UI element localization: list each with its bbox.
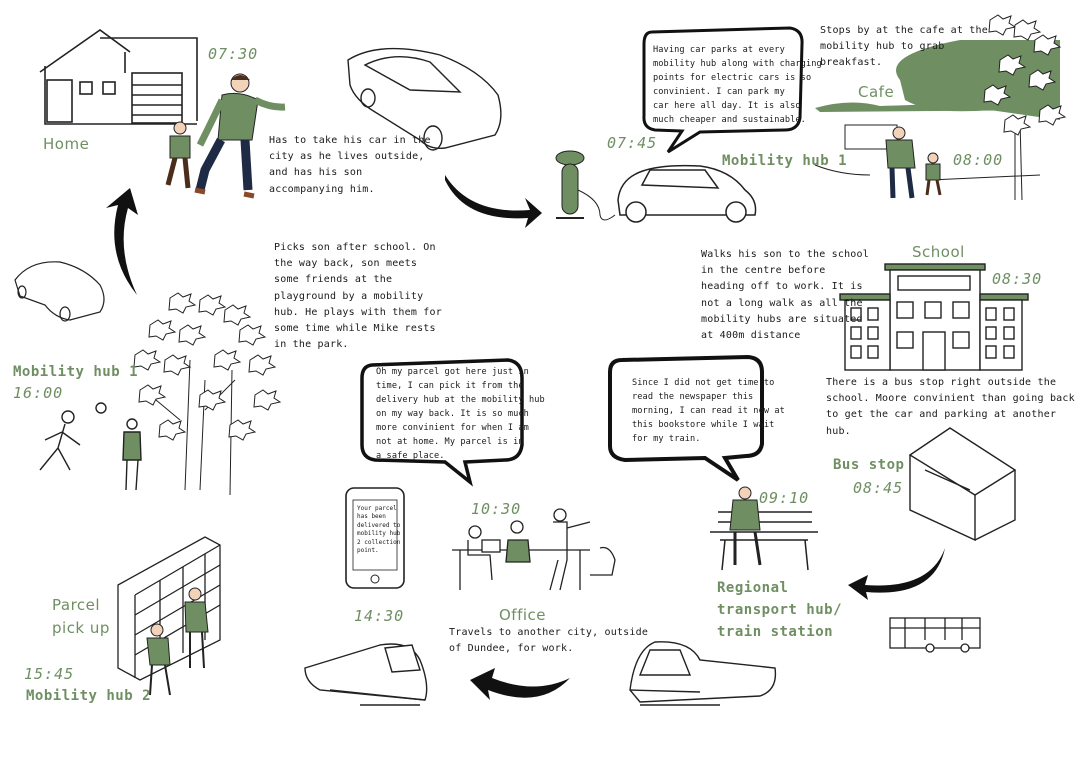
station-time: 09:10 [759,489,810,507]
office-time: 10:30 [471,500,522,518]
cafe-tree-icon [983,14,1066,201]
speech-bubble-parcel [360,358,524,487]
speech-bubble-hub [642,26,804,154]
arrow-park-to-home-icon [106,188,138,295]
busstop-description: There is a bus stop right outside the sc… [826,377,1075,437]
parcel-locker-icon [117,536,221,681]
park-time: 16:00 [13,384,64,402]
home-label: Home [43,135,90,153]
park-description: Picks son after school. On the way back,… [274,242,442,351]
ev-charger-icon [555,150,616,221]
hub-time: 07:45 [607,134,658,152]
school-time: 08:30 [992,270,1043,288]
parcel-people-icon [146,587,209,696]
office-description: Travels to another city, outside of Dund… [449,627,649,655]
station-label: Regional transport hub/ train station [717,580,843,640]
bus-stop-shelter-icon [908,427,1017,542]
arrow-home-to-hub-icon [445,175,542,228]
station-bubble-text: Since I did not get time to read the new… [632,378,785,444]
return-train-time: 14:30 [354,607,405,625]
phone-icon [345,487,405,589]
parcel-bubble-text: Oh my parcel got here just in time, I ca… [376,367,545,461]
speech-bubble-station [608,354,764,482]
hub-label: Mobility hub 1 [722,153,848,169]
park-hub-label: Mobility hub 1 [13,364,139,380]
father-son-figure [165,73,286,199]
arrow-busstop-to-station-icon [848,548,945,600]
car-icon [347,47,502,151]
arrow-station-to-office-icon [470,668,570,700]
school-building-icon [839,263,1029,371]
home-time: 07:30 [208,45,259,63]
car-small-icon [14,261,105,322]
house-icon [39,29,198,125]
cafe-label: Cafe [858,83,895,101]
bus-icon [889,617,981,653]
busstop-label: Bus stop [833,457,905,473]
train-right-icon [629,641,777,706]
electric-car-icon [617,164,757,223]
parcel-label: Parcel pick up [52,596,110,637]
home-description: Has to take his car in the city as he li… [269,135,431,195]
playing-kids-icon [39,402,142,491]
parcel-time: 15:45 [24,665,75,683]
person-on-bench-icon [710,486,818,571]
office-label: Office [499,606,547,624]
train-left-icon [304,643,428,706]
hub-bubble-text: Having car parks at every mobility hub a… [653,45,822,125]
busstop-time: 08:45 [853,479,904,497]
school-description: Walks his son to the school in the centr… [701,249,869,342]
cafe-time: 08:00 [953,151,1004,169]
office-scene-icon [452,508,616,591]
school-label: School [912,243,965,261]
phone-notification-text: Your parcel has been delivered to mobili… [357,505,401,555]
park-tree-icon [133,292,281,496]
cafe-description: Stops by at the cafe at the mobility hub… [820,25,988,69]
parcel-hub-label: Mobility hub 2 [26,688,152,704]
